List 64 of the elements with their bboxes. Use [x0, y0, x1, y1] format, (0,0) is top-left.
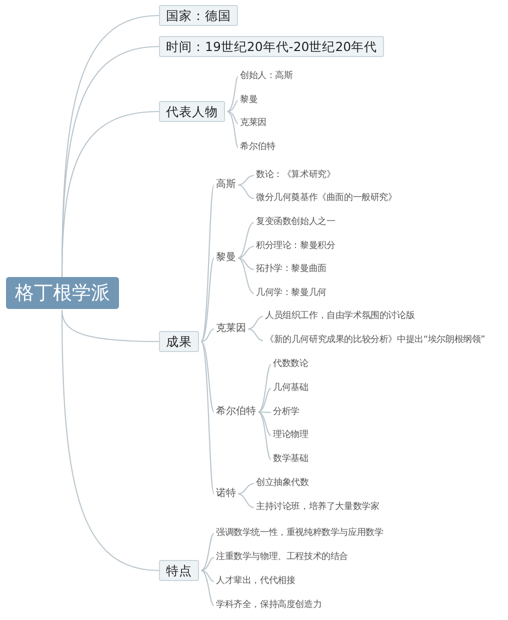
item-label: 创始人：高斯: [240, 70, 293, 82]
item-label: 数学基础: [273, 454, 308, 464]
item-label: 数论：《算术研究》: [256, 170, 336, 180]
topic-box: 成果: [159, 330, 199, 352]
item-label: 几何学：黎曼几何: [256, 288, 326, 298]
connector-line: [200, 341, 214, 412]
subtopic-label: 黎曼: [216, 252, 236, 264]
connector-line: [248, 316, 264, 330]
item-label: 人才辈出，代代相接: [216, 576, 296, 586]
item-label: 注重数学与物理、工程技术的结合: [216, 552, 348, 562]
item-label: 希尔伯特: [240, 142, 276, 152]
topic-box: 代表人物: [159, 100, 225, 122]
connector-line: [200, 556, 214, 572]
title-box: 格丁根学派: [6, 276, 119, 310]
connector-line: [238, 246, 254, 259]
connector-line: [200, 533, 214, 572]
connector-line: [226, 100, 238, 112]
item-label: 克莱因: [240, 118, 266, 128]
connector-line: [200, 341, 215, 494]
item-label: 复变函数创始人之一: [256, 216, 336, 228]
item-label: 人员组织工作，自由学术氛围的讨论版: [265, 310, 415, 322]
connector-line: [248, 328, 264, 342]
item-label: 代数数论: [273, 358, 308, 370]
item-label: 拓扑学：黎曼曲面: [256, 264, 326, 274]
item-label: 《新的几何研究成果的比较分析》中提出“埃尔朗根纲领”: [265, 334, 486, 346]
connector-line: [200, 184, 215, 342]
connector-line: [200, 570, 214, 606]
connector-line: [226, 110, 238, 124]
item-label: 创立抽象代数: [256, 478, 309, 488]
connector-line: [258, 364, 272, 412]
topic-box: 国家：德国: [159, 4, 238, 26]
connector-line: [258, 411, 272, 436]
connector-line: [258, 412, 272, 460]
topic-box: 时间：19世纪20年代-20世纪20年代: [159, 36, 384, 56]
connector-line: [258, 411, 271, 414]
subtopic-label: 希尔伯特: [216, 406, 256, 418]
item-label: 几何基础: [273, 382, 308, 394]
connector-line: [238, 222, 254, 259]
item-label: 强调数学统一性，重视纯粹数学与应用数学: [216, 528, 384, 538]
connector-line: [61, 110, 160, 277]
item-label: 主持讨论班，培养了大量数学家: [256, 502, 380, 512]
connector-line: [200, 258, 214, 342]
subtopic-label: 高斯: [216, 179, 236, 191]
connector-line: [238, 257, 254, 270]
item-label: 积分理论：黎曼积分: [256, 240, 336, 252]
connector-line: [258, 388, 272, 413]
connector-line: [226, 76, 238, 112]
connector-line: [226, 110, 238, 148]
subtopic-label: 诺特: [216, 488, 236, 500]
item-label: 学科齐全，保持高度创造力: [216, 600, 322, 610]
connector-line: [61, 310, 160, 572]
connector-line: [238, 482, 254, 495]
item-label: 黎曼: [240, 94, 258, 106]
item-label: 微分几何奠基作《曲面的一般研究》: [256, 192, 397, 204]
connector-line: [200, 328, 214, 342]
connector-line: [238, 184, 254, 200]
connector-line: [238, 257, 254, 294]
connector-line: [238, 493, 254, 508]
topic-box: 特点: [159, 560, 199, 580]
item-label: 理论物理: [273, 430, 308, 440]
subtopic-label: 克莱因: [216, 323, 246, 335]
connector-line: [200, 570, 214, 582]
connector-line: [238, 174, 254, 186]
item-label: 分析学: [273, 406, 300, 418]
